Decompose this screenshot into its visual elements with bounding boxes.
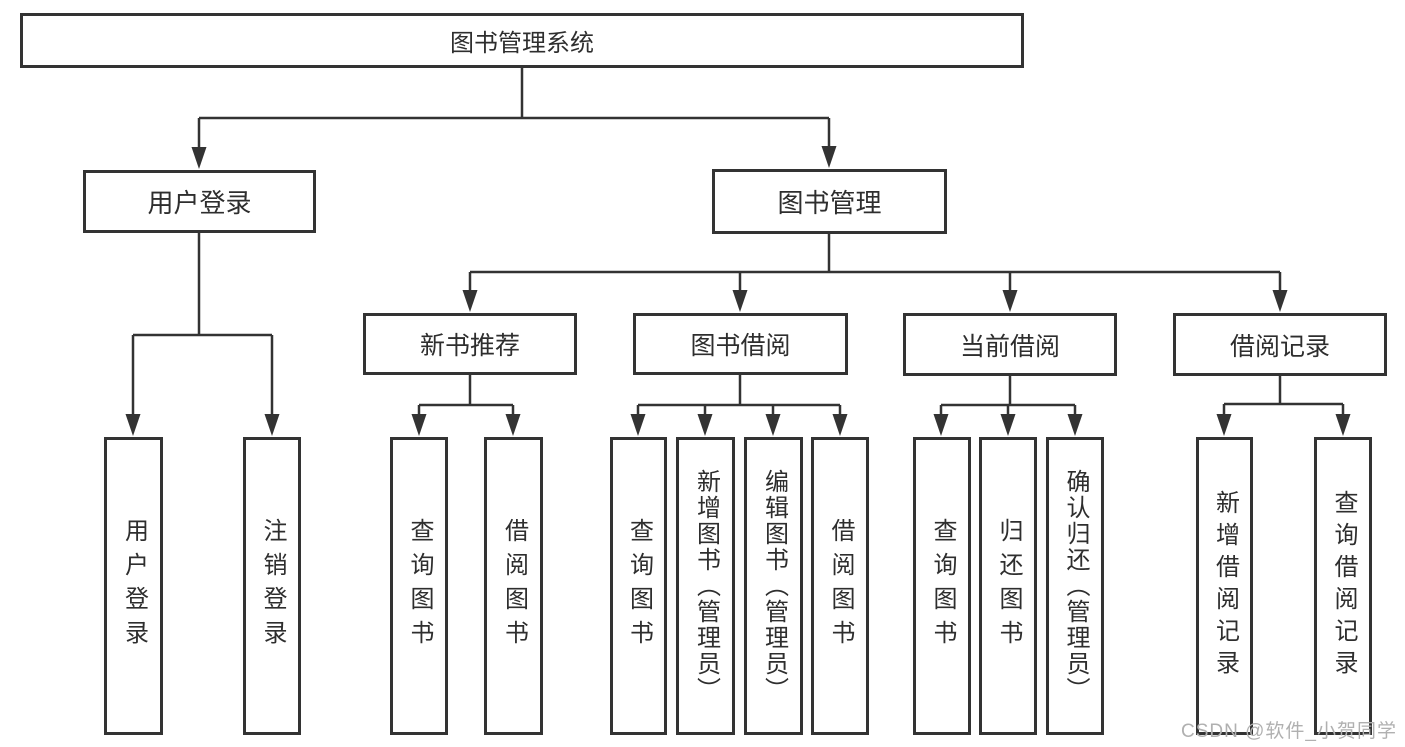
node-label: 用户登录: [147, 188, 252, 218]
leaf-user-login: 用户登录: [104, 437, 163, 735]
node-label: 借阅图书: [827, 518, 854, 654]
node-book-management: 图书管理: [712, 169, 947, 234]
leaf-add-book-admin: 新增图书（管理员）: [676, 437, 735, 735]
node-label: 新增借阅记录: [1211, 490, 1239, 682]
node-label: 编辑图书（管理员）: [760, 469, 788, 703]
csdn-watermark: CSDN @软件_小贺同学: [1181, 721, 1397, 742]
node-label: 当前借阅: [959, 332, 1060, 361]
leaf-query-books-current: 查询图书: [913, 437, 971, 735]
leaf-query-books-borrow: 查询图书: [610, 437, 667, 735]
node-label: 用户登录: [120, 518, 148, 654]
leaf-borrow-books-recommend: 借阅图书: [484, 437, 543, 735]
leaf-logout: 注销登录: [243, 437, 301, 735]
node-label: 查询借阅记录: [1330, 490, 1357, 682]
node-label: 图书管理系统: [450, 30, 594, 57]
leaf-query-books-recommend: 查询图书: [390, 437, 448, 735]
node-borrowing-records: 借阅记录: [1173, 313, 1387, 376]
node-book-borrowing: 图书借阅: [633, 313, 848, 375]
leaf-query-borrow-record: 查询借阅记录: [1314, 437, 1372, 735]
node-library-management-system: 图书管理系统: [20, 13, 1024, 68]
node-label: 图书借阅: [690, 332, 791, 360]
node-current-borrowing: 当前借阅: [903, 313, 1117, 376]
node-label: 查询图书: [929, 518, 956, 654]
node-label: 注销登录: [259, 518, 286, 654]
leaf-add-borrow-record: 新增借阅记录: [1196, 437, 1253, 735]
node-label: 查询图书: [625, 518, 653, 654]
node-label: 新增图书（管理员）: [692, 469, 720, 703]
leaf-borrow-books: 借阅图书: [811, 437, 869, 735]
node-new-book-recommend: 新书推荐: [363, 313, 577, 375]
node-label: 确认归还（管理员）: [1062, 469, 1089, 703]
leaf-confirm-return-admin: 确认归还（管理员）: [1046, 437, 1104, 735]
node-label: 图书管理: [777, 188, 882, 218]
node-label: 借阅记录: [1229, 332, 1330, 361]
node-label: 新书推荐: [419, 332, 520, 360]
node-label: 借阅图书: [500, 518, 528, 654]
leaf-edit-book-admin: 编辑图书（管理员）: [744, 437, 803, 735]
node-user-login: 用户登录: [83, 170, 316, 233]
leaf-return-books: 归还图书: [979, 437, 1037, 735]
node-label: 归还图书: [995, 518, 1022, 654]
node-label: 查询图书: [406, 518, 433, 654]
